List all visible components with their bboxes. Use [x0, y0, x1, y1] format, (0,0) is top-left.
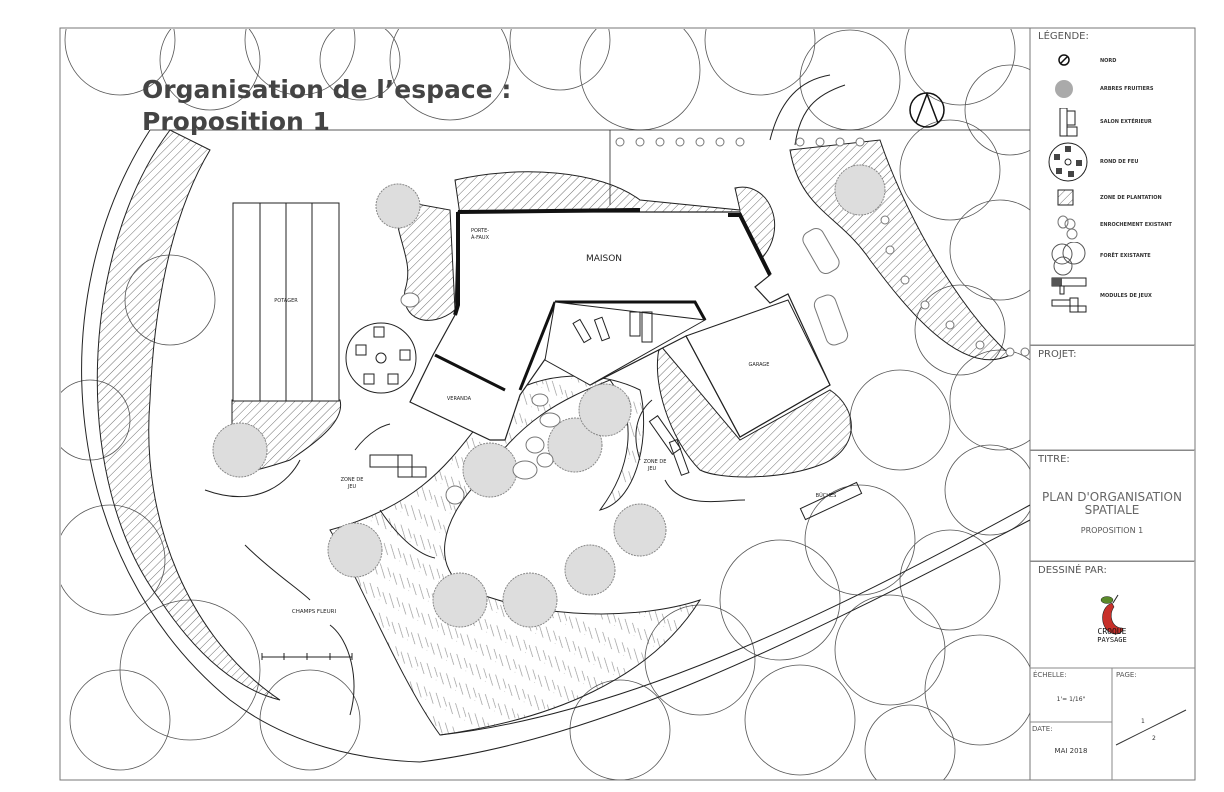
label-porte-a-faux: PORTE- — [471, 228, 489, 234]
legend-item-play-modules: MODULES DE JEUX — [1030, 276, 1194, 313]
drawing-title-line1: PLAN D'ORGANISATION — [1042, 490, 1182, 504]
label-zone-jeu-2b: JEU — [647, 466, 657, 472]
label-buches: BÛCHES — [816, 492, 837, 499]
label-zone-jeu-1: ZONE DE — [341, 477, 364, 483]
page-heading-line2: Proposition 1 — [142, 107, 330, 136]
vegetable-garden — [232, 202, 340, 402]
label-veranda: VERANDA — [447, 396, 472, 402]
house — [409, 208, 831, 441]
play-module-icon — [1051, 277, 1087, 313]
projet-panel: PROJET: — [1030, 345, 1194, 451]
planting-zone-north — [454, 171, 776, 261]
echelle-label: ÉCHELLE: — [1033, 671, 1067, 679]
legend-item-fire-pit: ROND DE FEU — [1030, 142, 1194, 182]
legend-panel: LÉGENDE: NORD ARBRES FRUITIERS SALON EXT… — [1030, 28, 1194, 345]
page-current: 1 — [1141, 718, 1145, 725]
titre-panel: TITRE: PLAN D'ORGANISATION SPATIALE PROP… — [1030, 450, 1194, 562]
logo-text: CROQUE PAYSAGE — [1097, 627, 1127, 645]
date-value: MAI 2018 — [1054, 747, 1088, 755]
date-label: DATE: — [1032, 725, 1053, 733]
boulder-row — [615, 137, 1030, 357]
label-potager: POTAGER — [274, 298, 298, 304]
planting-zone-icon — [1057, 189, 1074, 206]
legend-item-planting-zone: ZONE DE PLANTATION — [1030, 188, 1194, 218]
label-zone-jeu-1b: JEU — [347, 484, 357, 490]
rocks-icon — [1057, 215, 1078, 240]
north-icon — [1058, 54, 1070, 66]
label-garage: GARAGE — [749, 362, 770, 368]
page-heading: Organisation de l’espace : Proposition 1 — [142, 74, 511, 138]
page-total: 2 — [1152, 735, 1156, 742]
drawing-title-line2: SPATIALE — [1084, 503, 1140, 517]
croque-paysage-logo — [1100, 594, 1123, 635]
projet-label: PROJET: — [1038, 349, 1077, 360]
existing-forest — [61, 29, 1030, 780]
dessine-label: DESSINÉ PAR: — [1038, 565, 1107, 576]
legend-item-fruit-trees: ARBRES FRUITIERS — [1030, 78, 1194, 108]
legend-item-forest: FORÊT EXISTANTE — [1030, 242, 1194, 276]
forest-icon — [1051, 242, 1086, 276]
label-porte-a-faux-2: À-FAUX — [471, 234, 490, 241]
page-heading-line1: Organisation de l’espace : — [142, 75, 512, 104]
planting-zone-central — [329, 375, 702, 736]
dessine-panel: DESSINÉ PAR: CROQUE PAYSAGE — [1030, 561, 1194, 669]
sheet-frame — [59, 27, 1196, 781]
label-maison: MAISON — [586, 254, 622, 264]
play-modules — [369, 415, 690, 478]
fire-pit — [345, 322, 417, 394]
fire-pit-icon — [1048, 142, 1088, 182]
existing-rocks — [400, 292, 561, 505]
logs — [799, 481, 863, 521]
north-arrow-icon — [909, 91, 945, 128]
fruit-trees — [212, 164, 886, 628]
fruit-tree-icon — [1055, 80, 1073, 98]
legend-item-outdoor-lounge: SALON EXTÉRIEUR — [1030, 108, 1194, 138]
planting-zone-west — [96, 129, 281, 701]
legend-title: LÉGENDE: — [1038, 31, 1089, 42]
scale-bar — [261, 653, 353, 660]
titre-label: TITRE: — [1038, 454, 1070, 465]
legend-item-north: NORD — [1030, 52, 1194, 82]
label-champs-fleuri: CHAMPS FLEURI — [292, 609, 337, 615]
legend-item-rocks: ENROCHEMENT EXISTANT — [1030, 214, 1194, 244]
cars — [802, 228, 849, 346]
page-label: PAGE: — [1116, 671, 1137, 679]
echelle-value: 1'= 1/16" — [1056, 696, 1086, 703]
planting-zone-garage — [656, 343, 852, 478]
outdoor-lounge-icon — [1059, 108, 1078, 137]
label-zone-jeu-2: ZONE DE — [644, 459, 667, 465]
planting-zone-porch — [394, 199, 456, 321]
circulation-arrows — [204, 399, 746, 716]
drawing-subtitle: PROPOSITION 1 — [1080, 526, 1144, 535]
